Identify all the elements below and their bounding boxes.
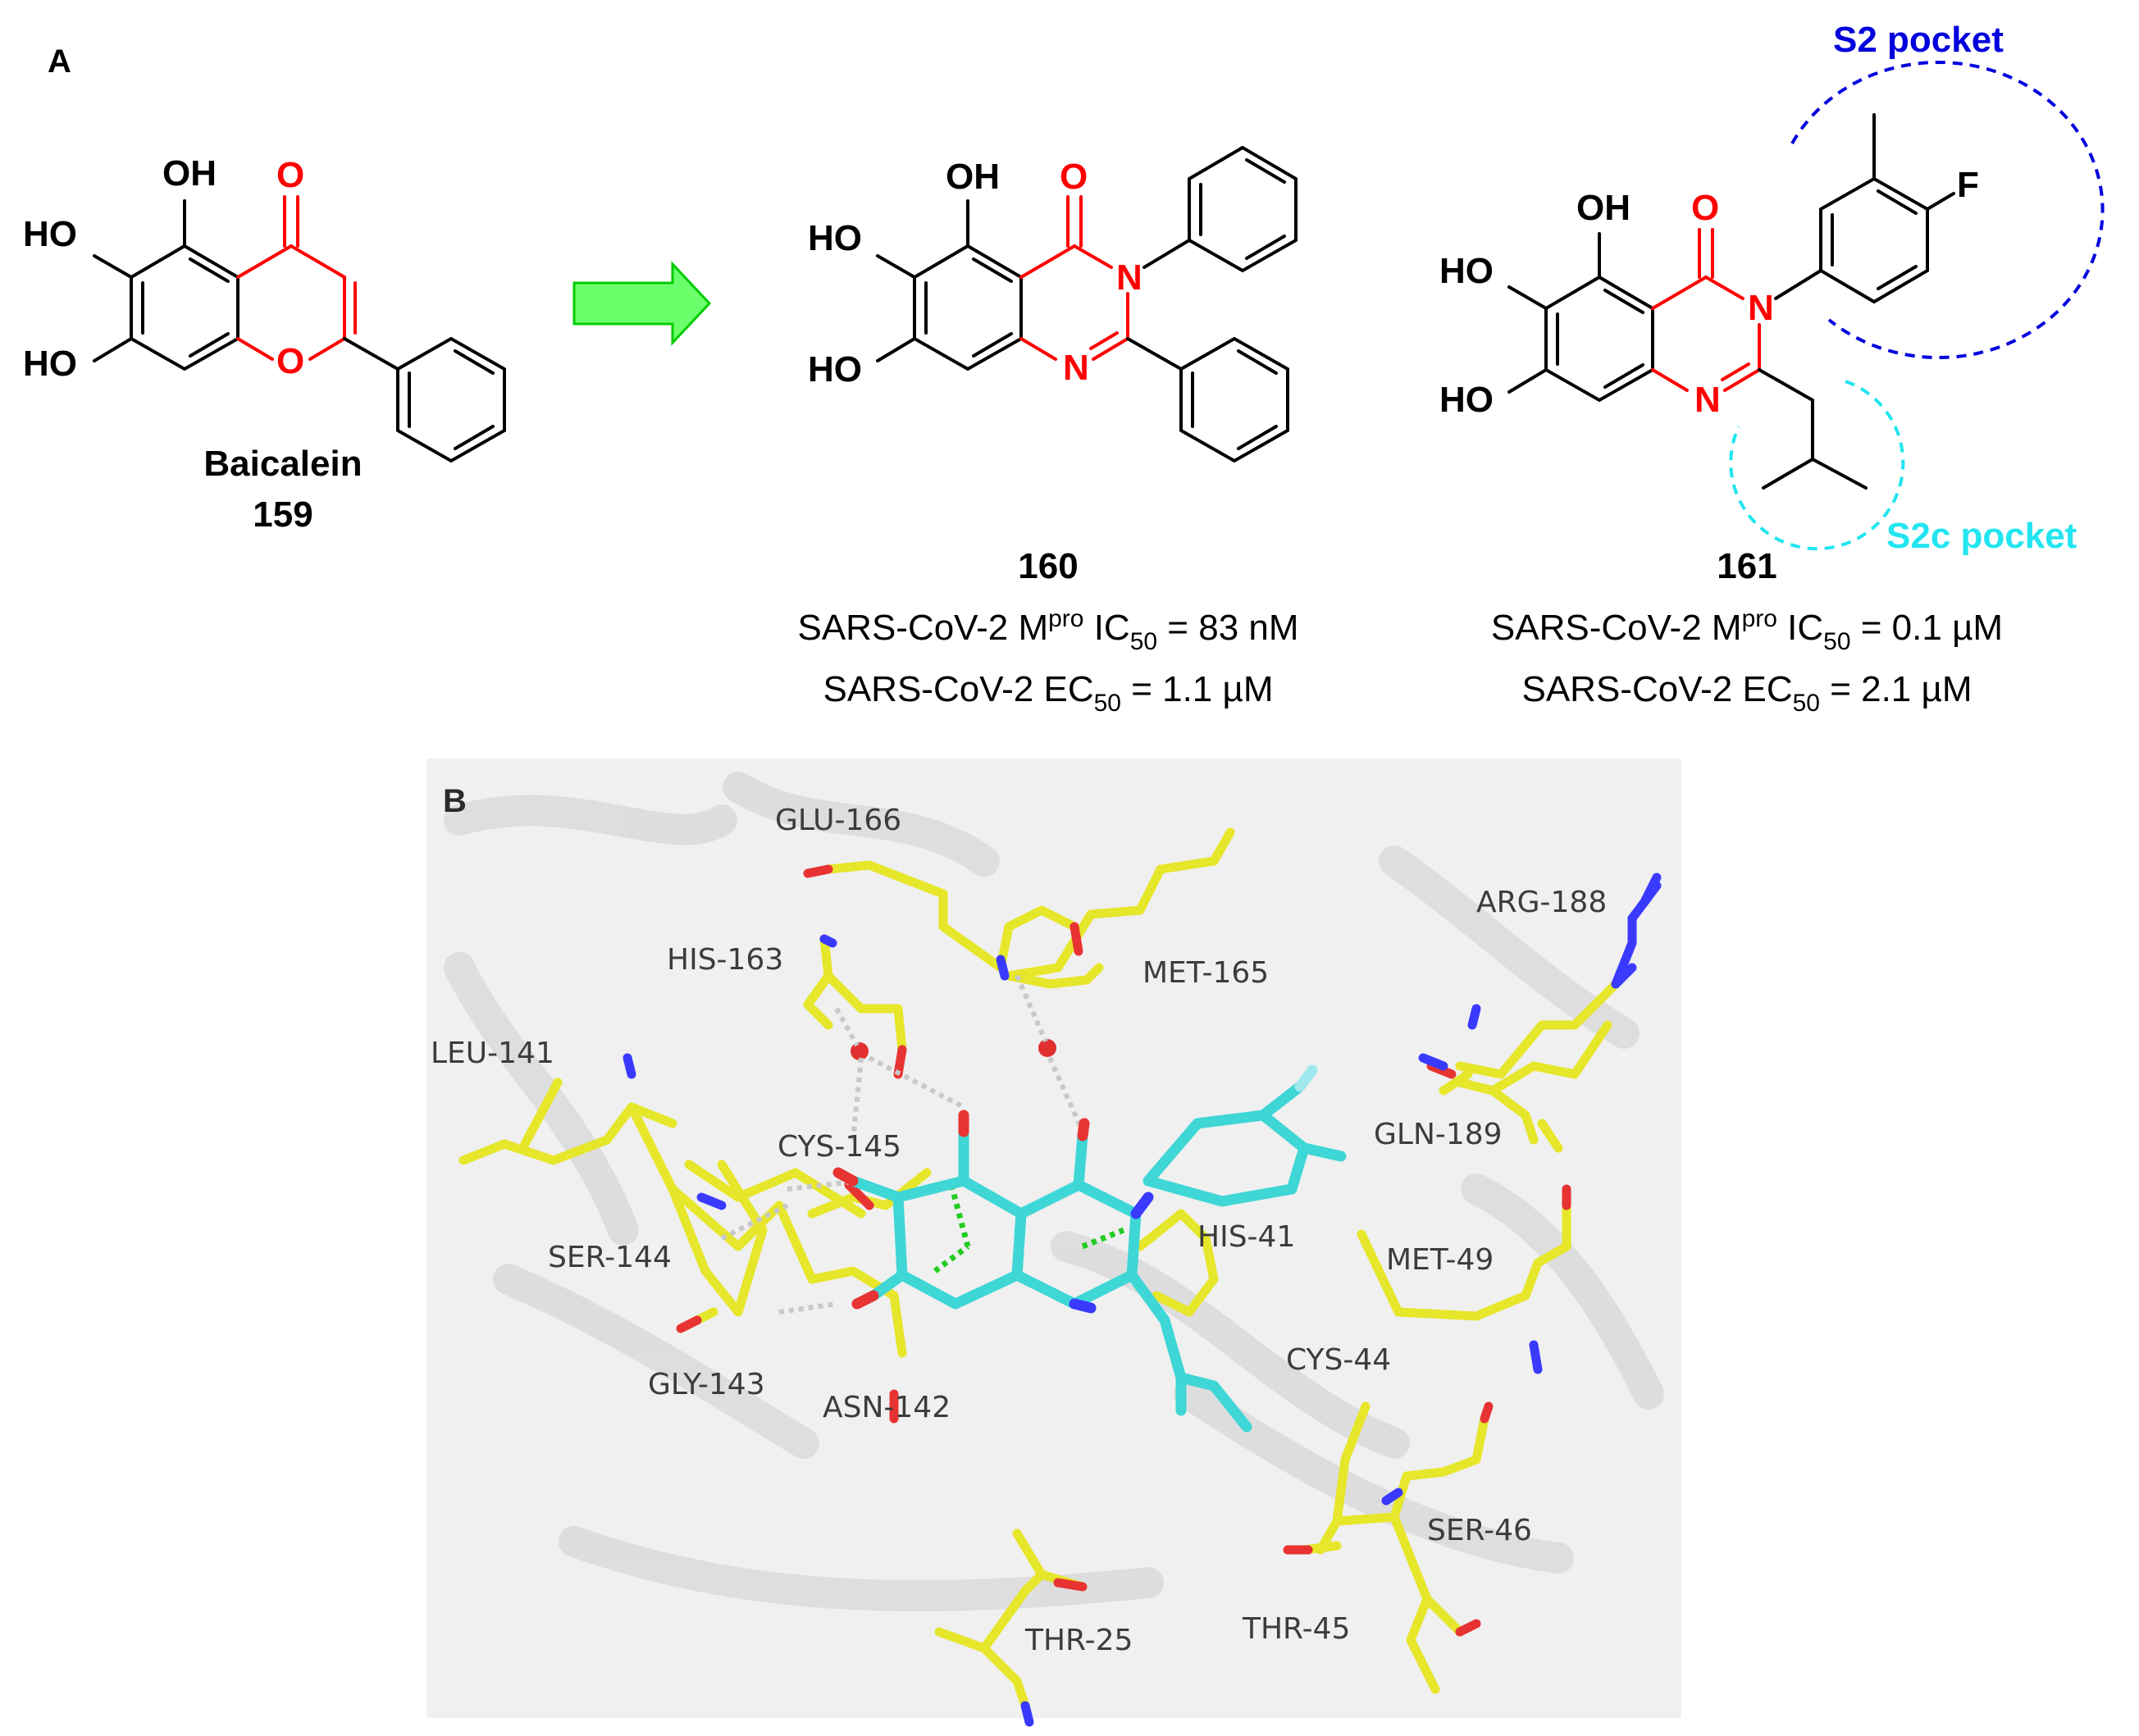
c161-ic50-sub: 50 xyxy=(1823,628,1850,655)
c161-ec50-pre: SARS-CoV-2 EC xyxy=(1521,669,1792,709)
c160-ec50-post: = 1.1 µM xyxy=(1121,669,1274,709)
c160-ec50: SARS-CoV-2 EC50 = 1.1 µM xyxy=(823,669,1273,717)
c160-ho-label-1: HO xyxy=(808,218,862,258)
s2-pocket-label: S2 pocket xyxy=(1833,20,2004,60)
ligand-161 xyxy=(847,1081,1347,1433)
c161-ho-label-2: HO xyxy=(1439,380,1494,420)
residue-arg-188: ARG-188 xyxy=(1476,886,1607,919)
residue-thr-25: THR-25 xyxy=(1024,1624,1133,1657)
baicalein-name: Baicalein xyxy=(203,444,362,484)
residue-cys-145: CYS-145 xyxy=(778,1130,901,1164)
c160-ec50-sub: 50 xyxy=(1094,690,1121,717)
c160-n1: N xyxy=(1063,348,1089,388)
residue-asn-142: ASN-142 xyxy=(823,1391,951,1424)
ligand-heteroatoms xyxy=(832,1064,1318,1314)
baicalein-ho-label-2: HO xyxy=(23,344,77,384)
c160-structure xyxy=(876,145,1298,463)
s2c-pocket-label: S2c pocket xyxy=(1886,516,2077,556)
docking-panel: B GLU-166 HIS-163 MET-165 ARG-188 LEU-14… xyxy=(426,759,1681,1727)
c160-ic50-post: = 83 nM xyxy=(1157,608,1298,648)
panel-label-b: B xyxy=(443,783,467,819)
oxygen-tips xyxy=(676,864,1571,1637)
baicalein-ho-label-1: HO xyxy=(23,214,77,254)
c160-c-phenyl xyxy=(1179,336,1289,463)
residue-glu-166: GLU-166 xyxy=(775,804,901,837)
c161-ic50-mid: IC xyxy=(1777,608,1823,648)
c161-ic50-post: = 0.1 µM xyxy=(1851,608,2004,648)
residue-met-49: MET-49 xyxy=(1386,1243,1494,1277)
c161-ring-a xyxy=(1544,275,1654,403)
c160-n-phenyl xyxy=(1188,145,1298,273)
baicalein-structure xyxy=(93,195,506,463)
c161-ec50: SARS-CoV-2 EC50 = 2.1 µM xyxy=(1521,669,1972,717)
residue-leu-141: LEU-141 xyxy=(431,1037,554,1070)
c161-ec50-post: = 2.1 µM xyxy=(1820,669,1973,709)
c161-structure xyxy=(1507,113,1955,490)
c161-n-aryl xyxy=(1819,176,1929,304)
residue-thr-45: THR-45 xyxy=(1242,1612,1350,1646)
s2-pocket-circle xyxy=(1790,61,2105,359)
residue-met-165: MET-165 xyxy=(1142,956,1269,990)
c160-number: 160 xyxy=(1018,546,1078,586)
panel-label-a: A xyxy=(48,43,71,80)
water-2 xyxy=(1038,1039,1056,1057)
c160-ic50-sub: 50 xyxy=(1130,628,1157,655)
water-1 xyxy=(851,1042,869,1060)
c160-ic50-mid: IC xyxy=(1083,608,1129,648)
c160-ec50-pre: SARS-CoV-2 EC xyxy=(823,669,1093,709)
c161-oh-label: OH xyxy=(1576,188,1630,228)
c161-ic50-pre: SARS-CoV-2 M xyxy=(1491,608,1742,648)
c160-carbonyl-o: O xyxy=(1060,157,1088,197)
residue-ser-46: SER-46 xyxy=(1427,1514,1532,1547)
baicalein-ring-o: O xyxy=(276,341,304,381)
c161-number: 161 xyxy=(1717,546,1776,586)
baicalein-ring-a xyxy=(130,244,239,371)
baicalein-carbonyl-o: O xyxy=(276,155,304,195)
baicalein-phenyl xyxy=(396,336,506,463)
residue-sticks xyxy=(458,827,1621,1711)
residue-cys-44: CYS-44 xyxy=(1286,1343,1391,1377)
c161-carbonyl-o: O xyxy=(1691,188,1719,228)
c160-ic50-pre: SARS-CoV-2 M xyxy=(797,608,1048,648)
transformation-arrow xyxy=(572,261,712,346)
c160-oh-label: OH xyxy=(946,157,1000,197)
c161-ic50: SARS-CoV-2 Mpro IC50 = 0.1 µM xyxy=(1491,605,2003,655)
protein-cartoon xyxy=(444,772,1664,1611)
ligand-hbonds xyxy=(933,1184,1125,1274)
c161-ho-label-1: HO xyxy=(1439,251,1494,291)
residue-gln-189: GLN-189 xyxy=(1374,1118,1503,1151)
c160-ic50: SARS-CoV-2 Mpro IC50 = 83 nM xyxy=(797,605,1298,655)
c161-ic50-sup: pro xyxy=(1742,605,1777,632)
residue-ser-144: SER-144 xyxy=(548,1241,672,1274)
c161-n1: N xyxy=(1694,380,1721,420)
c160-ic50-sup: pro xyxy=(1048,605,1083,632)
residue-gly-143: GLY-143 xyxy=(648,1368,765,1401)
c161-n3: N xyxy=(1748,288,1774,328)
arg-guanidino xyxy=(1611,881,1662,989)
residue-his-163: HIS-163 xyxy=(667,943,783,977)
c160-n3: N xyxy=(1116,257,1142,298)
baicalein-oh-label: OH xyxy=(162,153,217,194)
c160-ring-a xyxy=(913,244,1023,371)
c161-ec50-sub: 50 xyxy=(1793,690,1820,717)
c160-ho-label-2: HO xyxy=(808,349,862,390)
residue-his-41: HIS-41 xyxy=(1197,1220,1295,1254)
s2c-pocket-circle xyxy=(1729,380,1905,551)
baicalein-number: 159 xyxy=(253,494,312,535)
c161-fluorine: F xyxy=(1957,165,1979,205)
